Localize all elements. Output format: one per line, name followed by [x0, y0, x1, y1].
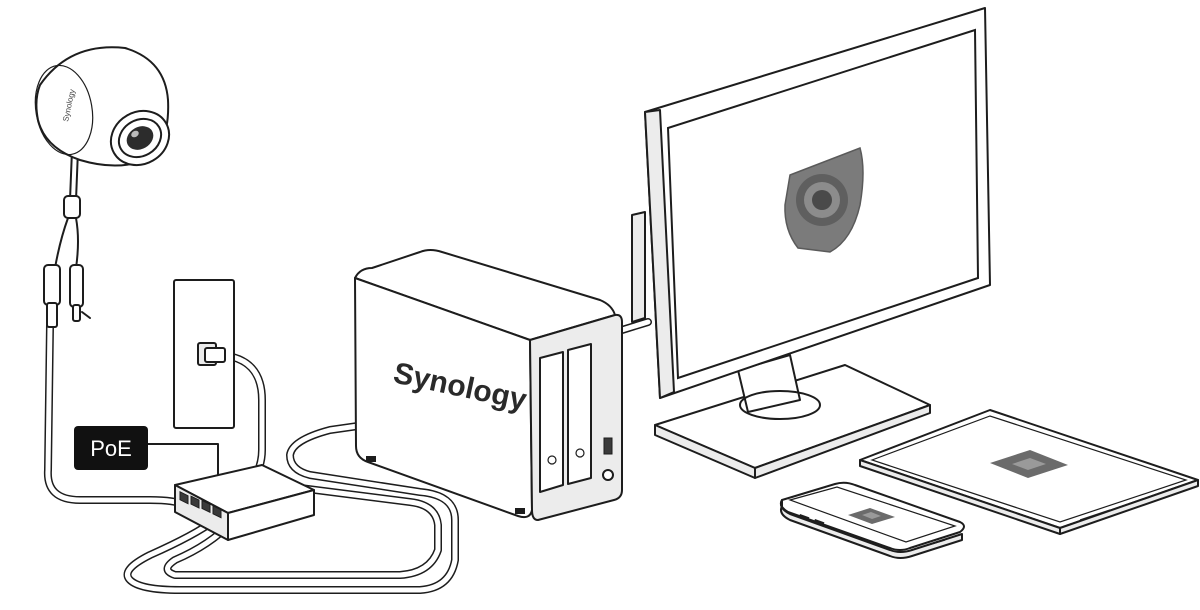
phone-side-button — [798, 514, 810, 522]
usb-port — [603, 437, 613, 455]
dome-camera: Synology — [34, 46, 171, 328]
ethernet-connector — [43, 264, 61, 306]
camera-to-switch-cable — [43, 321, 189, 509]
phone-app-icon — [848, 508, 895, 524]
switch-ports — [179, 491, 222, 519]
poe-switch — [174, 464, 315, 541]
nas-device: Synology — [354, 249, 623, 521]
monitor — [631, 7, 991, 479]
tablet — [859, 409, 1199, 535]
wall-ethernet-jack — [173, 279, 235, 429]
nas-to-monitor-cable — [618, 318, 652, 334]
power-connector — [69, 264, 84, 308]
poe-label-box — [74, 426, 148, 470]
smartphone — [779, 481, 965, 559]
power-button[interactable] — [602, 469, 614, 481]
poe-callout: PoE — [74, 426, 219, 479]
drive-bay-1 — [539, 351, 564, 493]
cable-splitter — [63, 195, 81, 219]
drive-bay-2 — [567, 343, 592, 485]
tablet-speaker — [1079, 496, 1151, 521]
camera-shield-icon — [784, 147, 864, 253]
tablet-app-icon — [990, 450, 1068, 478]
switch-to-nas-cable — [123, 421, 459, 594]
poe-label: PoE — [90, 436, 132, 461]
